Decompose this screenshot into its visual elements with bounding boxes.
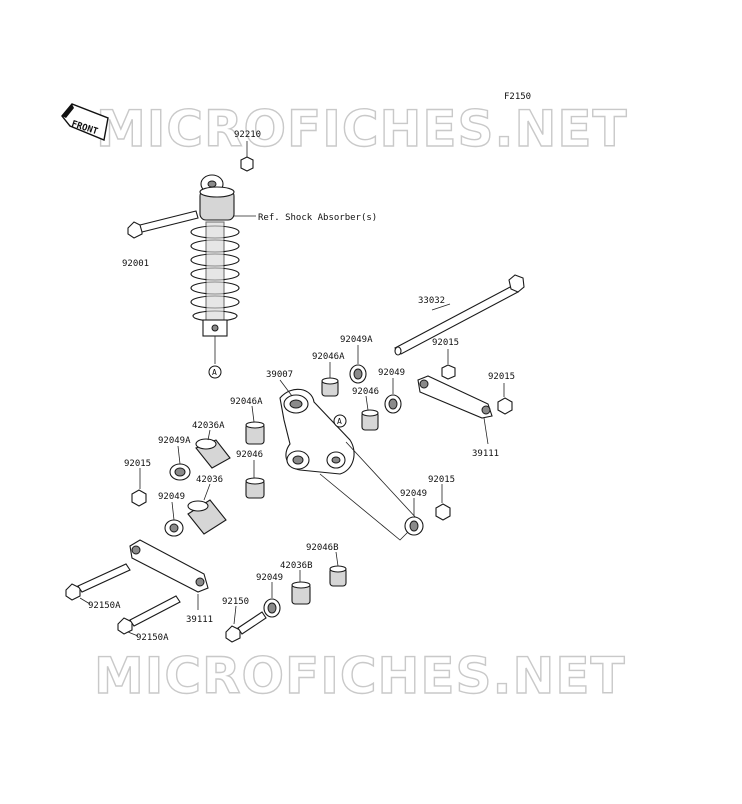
label-92049-mid: 92049 bbox=[378, 368, 405, 378]
label-39007: 39007 bbox=[266, 370, 293, 380]
svg-text:A: A bbox=[212, 368, 217, 377]
label-92049a-left: 92049A bbox=[158, 436, 191, 446]
bearing-92046-mid bbox=[245, 477, 265, 499]
label-92210: 92210 bbox=[234, 130, 261, 140]
label-42036a: 42036A bbox=[192, 421, 225, 431]
label-39111-right: 39111 bbox=[472, 449, 499, 459]
label-92049-left: 92049 bbox=[158, 492, 185, 502]
nut-92015-left bbox=[131, 489, 147, 507]
nut-92015-a bbox=[441, 364, 456, 380]
shaft-33032 bbox=[394, 274, 525, 356]
label-92015-lower: 92015 bbox=[428, 475, 455, 485]
label-92046a-top: 92046A bbox=[312, 352, 345, 362]
washer-92049-bottom bbox=[263, 598, 281, 618]
label-42036: 42036 bbox=[196, 475, 223, 485]
washer-92049-lower bbox=[404, 516, 424, 536]
nut-92015-lower bbox=[435, 503, 451, 521]
washer-92049a-left bbox=[169, 463, 191, 481]
label-92015-a: 92015 bbox=[432, 338, 459, 348]
figure-code: F2150 bbox=[504, 92, 531, 102]
washer-92049a-top bbox=[349, 364, 367, 384]
watermark-bottom: MICROFICHES.NET bbox=[94, 647, 626, 705]
label-92001: 92001 bbox=[122, 259, 149, 269]
label-33032: 33032 bbox=[418, 296, 445, 306]
bolt-92001 bbox=[127, 210, 199, 239]
label-39111-left: 39111 bbox=[186, 615, 213, 625]
callout-a-shock: A bbox=[208, 365, 222, 379]
shock-absorber bbox=[127, 141, 256, 364]
washer-92049-mid bbox=[384, 394, 402, 414]
tie-rod-39111-right bbox=[417, 375, 493, 445]
sleeve-42036a bbox=[195, 438, 231, 469]
label-92150a-bottom: 92150A bbox=[136, 633, 169, 643]
label-92046-mid: 92046 bbox=[236, 450, 263, 460]
tie-rod-39111-left bbox=[129, 539, 209, 593]
sleeve-42036 bbox=[187, 499, 227, 535]
bearing-92046-right bbox=[361, 409, 379, 431]
label-92150a-left: 92150A bbox=[88, 601, 121, 611]
label-92046-right: 92046 bbox=[352, 387, 379, 397]
callout-a-rocker: A bbox=[333, 414, 347, 428]
nut-92015-b bbox=[497, 397, 513, 415]
label-92049a-top: 92049A bbox=[340, 335, 373, 345]
label-92046b: 92046B bbox=[306, 543, 339, 553]
label-92015-b: 92015 bbox=[488, 372, 515, 382]
label-92049-bottom: 92049 bbox=[256, 573, 283, 583]
label-42036b: 42036B bbox=[280, 561, 313, 571]
bearing-92046a-top bbox=[321, 377, 339, 397]
svg-text:A: A bbox=[337, 417, 342, 426]
nut-92210 bbox=[240, 156, 254, 172]
bolt-92150a-lower bbox=[117, 595, 181, 635]
bolt-92150a-upper bbox=[65, 563, 131, 601]
bearing-92046a-mid bbox=[245, 421, 265, 445]
label-92150: 92150 bbox=[222, 597, 249, 607]
washer-92049-left bbox=[164, 519, 184, 537]
label-92015-left: 92015 bbox=[124, 459, 151, 469]
label-92049-lower: 92049 bbox=[400, 489, 427, 499]
watermark-top: MICROFICHES.NET bbox=[96, 100, 628, 158]
ref-shock-absorber-note: Ref. Shock Absorber(s) bbox=[258, 213, 377, 223]
rocker-arm-39007 bbox=[279, 388, 355, 475]
bolt-92150 bbox=[225, 611, 267, 643]
label-92046a-mid: 92046A bbox=[230, 397, 263, 407]
sleeve-42036b bbox=[291, 581, 311, 605]
bearing-92046b bbox=[329, 565, 347, 587]
